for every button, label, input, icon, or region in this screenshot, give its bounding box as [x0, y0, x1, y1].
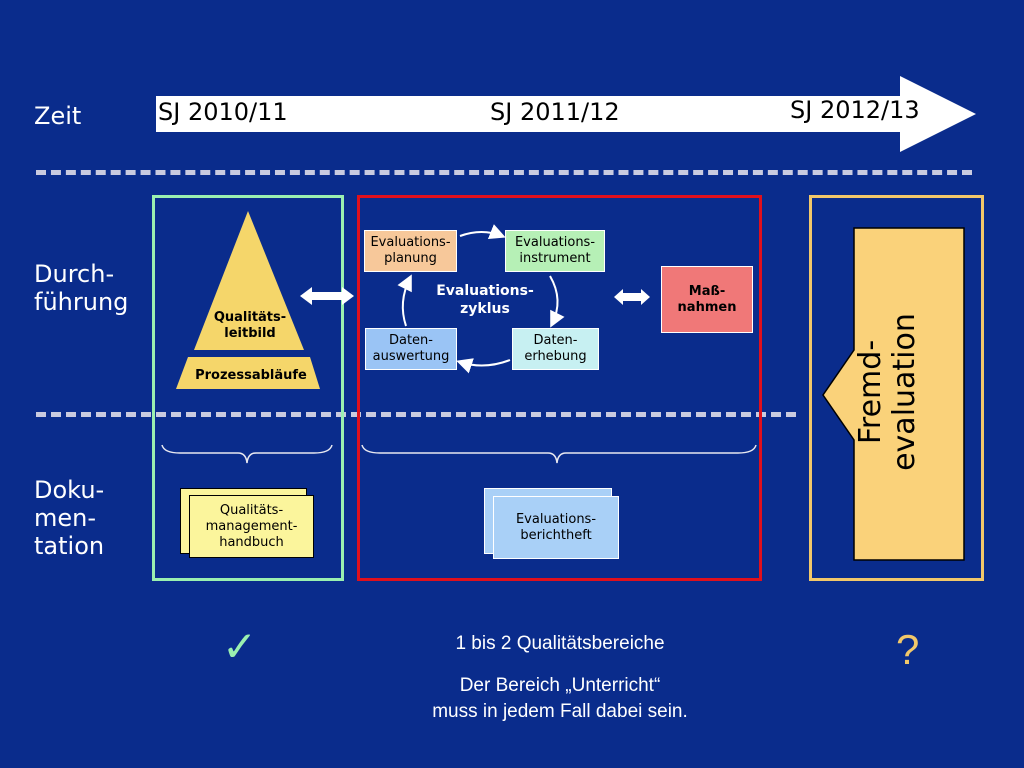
row-label-durchfuehrung: Durch- führung	[34, 260, 129, 316]
cycle-center-label: Evaluations- zyklus	[436, 283, 534, 317]
cycle-step-planning: Evaluations- planung	[364, 230, 457, 272]
double-arrow-left	[300, 287, 354, 305]
cycle-step-collection: Daten- erhebung	[512, 328, 599, 370]
external-evaluation-shape	[822, 227, 965, 561]
handbook-document: Qualitäts- management- handbuch	[189, 495, 314, 558]
timeline-label-2011: SJ 2011/12	[490, 98, 620, 126]
double-arrow-right	[614, 289, 650, 305]
external-evaluation-label: Fremd- evaluation	[853, 313, 922, 471]
cycle-step-analysis: Daten- auswertung	[365, 328, 457, 370]
question-mark-icon: ?	[896, 626, 920, 673]
pyramid-top-label: Qualitäts- leitbild	[213, 310, 287, 341]
brace-evaluation	[361, 444, 757, 464]
brace-qm	[161, 444, 333, 464]
measures-box: Maß- nahmen	[661, 266, 753, 333]
external-frame	[809, 195, 984, 581]
timeline-label-2010: SJ 2010/11	[158, 98, 288, 126]
note-line-2: Der Bereich „Unterricht“ muss in jedem F…	[432, 675, 688, 722]
cycle-step-instrument: Evaluations- instrument	[505, 230, 605, 272]
note-line-1: 1 bis 2 Qualitätsbereiche	[455, 633, 665, 654]
separator-top	[36, 170, 972, 175]
timeline-label-2012: SJ 2012/13	[790, 96, 920, 124]
evaluation-frame	[357, 195, 762, 581]
separator-middle	[36, 412, 796, 417]
quality-pyramid	[176, 211, 320, 389]
report-document: Evaluations- berichtheft	[493, 496, 619, 559]
qm-frame	[152, 195, 344, 581]
row-label-zeit: Zeit	[34, 102, 82, 130]
pyramid-base-label: Prozessabläufe	[195, 368, 307, 383]
row-label-dokumentation: Doku- men- tation	[34, 476, 105, 560]
cycle-arrows	[397, 224, 565, 374]
timeline-arrow	[156, 76, 976, 152]
check-icon: ✓	[222, 622, 258, 671]
